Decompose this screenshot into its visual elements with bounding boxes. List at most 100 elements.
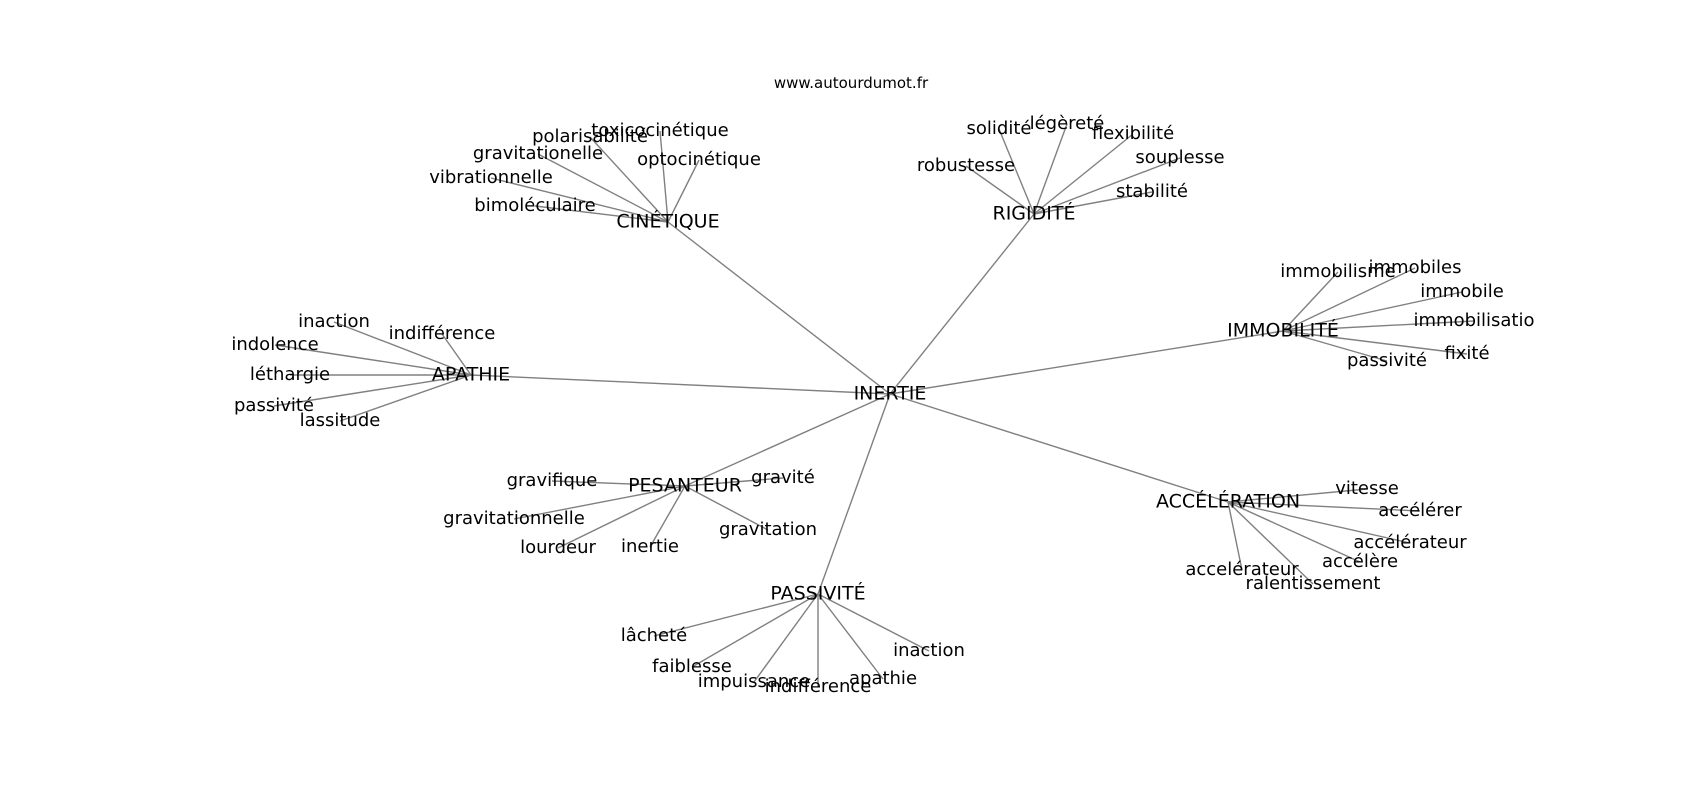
edge-pesanteur-word bbox=[649, 485, 686, 548]
word-node: accélérateur bbox=[1353, 532, 1467, 553]
word-node: léthargie bbox=[250, 364, 330, 385]
word-node: stabilité bbox=[1116, 181, 1188, 202]
edge-rigidite-word bbox=[965, 165, 1035, 215]
word-node: lâcheté bbox=[621, 625, 688, 646]
word-node: ralentissement bbox=[1246, 573, 1381, 594]
edge-center-apathie bbox=[470, 374, 891, 395]
center-node: INERTIE bbox=[854, 383, 927, 405]
word-node: vitesse bbox=[1335, 478, 1399, 499]
word-node: gravitationelle bbox=[473, 143, 603, 164]
word-node: gravité bbox=[751, 467, 815, 488]
word-node: optocinétique bbox=[637, 149, 761, 170]
edge-immobilite-word bbox=[1282, 271, 1339, 332]
edge-passivite-word bbox=[653, 593, 819, 637]
word-node: gravifique bbox=[507, 470, 598, 491]
edge-apathie-word bbox=[441, 333, 472, 376]
word-node: légèreté bbox=[1030, 113, 1105, 134]
word-node: indolence bbox=[231, 334, 318, 355]
hub-node-acceleration: ACCÉLÉRATION bbox=[1156, 490, 1300, 513]
word-node: gravitation bbox=[719, 519, 817, 540]
edge-passivite-word bbox=[817, 593, 884, 680]
hub-node-rigidite: RIGIDITÉ bbox=[993, 202, 1076, 225]
edge-center-cinetique bbox=[667, 221, 891, 395]
word-node: apathie bbox=[849, 668, 917, 689]
edge-center-passivite bbox=[817, 393, 891, 595]
edge-immobilite-word bbox=[1282, 330, 1468, 355]
edge-immobilite-word bbox=[1282, 291, 1463, 332]
edge-passivite-word bbox=[691, 593, 819, 668]
edge-immobilite-word bbox=[1282, 330, 1388, 362]
word-node: inertie bbox=[621, 536, 679, 557]
word-node: accélère bbox=[1322, 551, 1398, 572]
word-node: vibrationnelle bbox=[429, 167, 553, 188]
edge-pesanteur-word bbox=[551, 480, 686, 487]
edge-cinetique-word bbox=[490, 177, 669, 223]
edge-acceleration-word bbox=[1227, 501, 1421, 512]
hub-node-pesanteur: PESANTEUR bbox=[628, 475, 742, 497]
word-node: solidité bbox=[967, 118, 1032, 139]
watermark: www.autourdumot.fr bbox=[774, 74, 929, 92]
word-node: inaction bbox=[893, 640, 965, 661]
graph-edges bbox=[273, 123, 1475, 687]
edge-apathie-word bbox=[273, 374, 472, 407]
hub-node-cinetique: CINÉTIQUE bbox=[616, 210, 719, 233]
edge-acceleration-word bbox=[1227, 501, 1314, 585]
hub-node-immobilite: IMMOBILITÉ bbox=[1227, 319, 1339, 342]
edge-acceleration-word bbox=[1227, 501, 1411, 544]
edge-rigidite-word bbox=[998, 128, 1035, 215]
edge-pesanteur-word bbox=[684, 485, 769, 531]
edge-immobilite-word bbox=[1282, 320, 1475, 332]
hub-node-apathie: APATHIE bbox=[432, 364, 510, 386]
word-node: indifférence bbox=[389, 323, 496, 344]
word-node: faiblesse bbox=[652, 656, 732, 677]
edge-pesanteur-word bbox=[557, 485, 686, 549]
word-node: toxicocinétique bbox=[591, 120, 728, 141]
edge-immobilite-word bbox=[1282, 267, 1416, 332]
word-node: impuissance bbox=[698, 671, 811, 692]
word-node: inaction bbox=[298, 311, 370, 332]
word-node: passivité bbox=[234, 395, 314, 416]
word-node: robustesse bbox=[917, 155, 1015, 176]
word-node: gravitationnelle bbox=[443, 508, 585, 529]
edge-pesanteur-word bbox=[513, 485, 686, 520]
word-node: accelérateur bbox=[1185, 559, 1299, 580]
word-node: passivité bbox=[1347, 350, 1427, 371]
edge-cinetique-word bbox=[589, 136, 669, 223]
word-node: immobilisatio bbox=[1414, 310, 1535, 331]
edge-cinetique-word bbox=[659, 130, 669, 223]
edge-apathie-word bbox=[339, 374, 472, 422]
edge-passivite-word bbox=[817, 593, 930, 652]
word-node: immobilisme bbox=[1280, 261, 1396, 282]
word-node: accélérer bbox=[1378, 500, 1462, 521]
edge-center-immobilite bbox=[889, 330, 1284, 395]
edge-cinetique-word bbox=[534, 205, 669, 223]
edge-rigidite-word bbox=[1033, 157, 1181, 215]
edge-cinetique-word bbox=[667, 159, 700, 223]
edge-center-pesanteur bbox=[684, 393, 891, 487]
word-node: lourdeur bbox=[520, 537, 596, 558]
edge-acceleration-word bbox=[1227, 501, 1243, 571]
word-node: immobile bbox=[1420, 281, 1504, 302]
word-node: immobiles bbox=[1369, 257, 1462, 278]
word-node: polarisabilité bbox=[532, 126, 648, 147]
word-node: lassitude bbox=[300, 410, 381, 431]
edge-rigidite-word bbox=[1033, 133, 1134, 215]
edge-acceleration-word bbox=[1227, 501, 1361, 563]
edge-apathie-word bbox=[333, 321, 472, 376]
word-node: fixité bbox=[1444, 343, 1489, 364]
edge-rigidite-word bbox=[1033, 123, 1068, 215]
word-node: bimoléculaire bbox=[474, 195, 595, 216]
edge-acceleration-word bbox=[1227, 488, 1368, 503]
word-node: flexibilité bbox=[1092, 123, 1174, 144]
edge-pesanteur-word bbox=[684, 477, 784, 487]
graph-labels: toxicocinétiquepolarisabilitégravitation… bbox=[231, 113, 1534, 697]
edge-apathie-word bbox=[274, 344, 472, 376]
word-node: souplesse bbox=[1135, 147, 1224, 168]
edge-center-rigidite bbox=[889, 213, 1035, 395]
edge-cinetique-word bbox=[537, 153, 669, 223]
edge-rigidite-word bbox=[1033, 191, 1153, 215]
edge-passivite-word bbox=[753, 593, 819, 683]
hub-node-passivite: PASSIVITÉ bbox=[770, 582, 865, 605]
word-node: indifférence bbox=[765, 676, 872, 697]
